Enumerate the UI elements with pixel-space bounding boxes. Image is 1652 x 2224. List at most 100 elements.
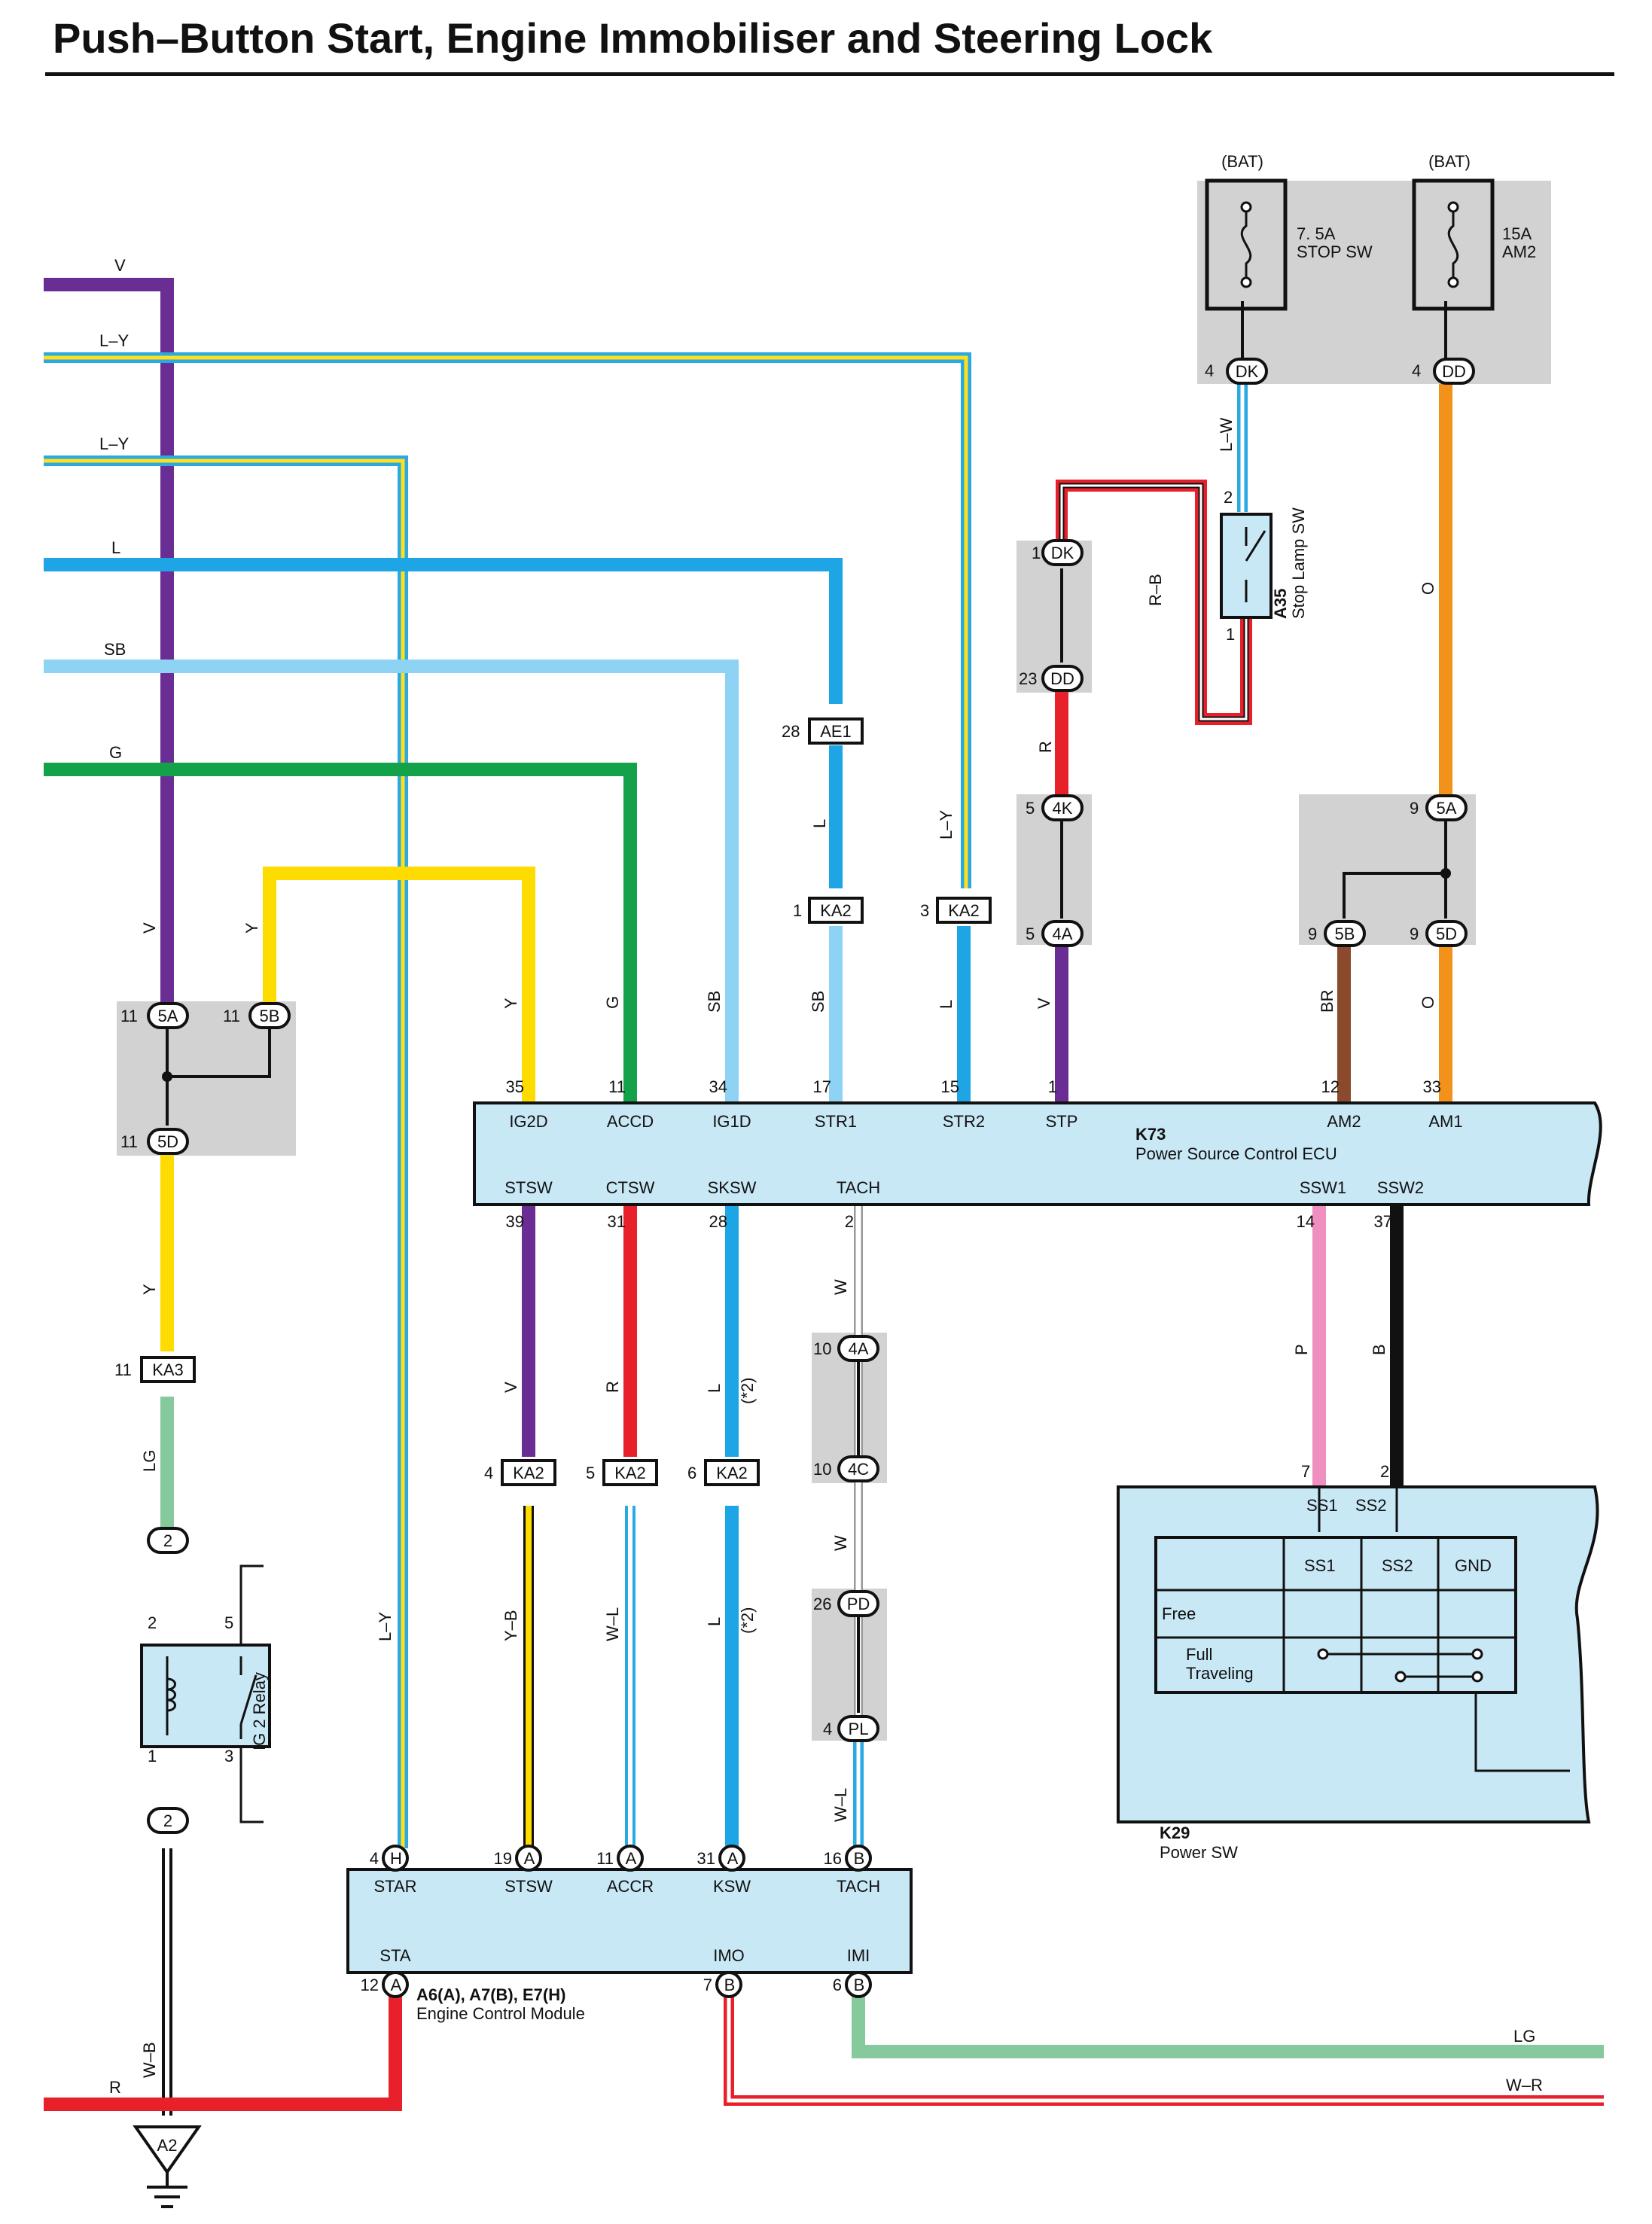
ecm-top-pin-star: 4 [370,1849,379,1868]
label-br: BR [1318,989,1337,1013]
label-rb: R–B [1146,574,1165,606]
label-w-tach-1: W [831,1279,850,1295]
splice-lines [166,301,1447,1713]
ecu-top-pin-ig1d: 34 [709,1077,727,1096]
ecu-top-pin-stp: 1 [1048,1077,1057,1096]
con-5b-left: 5B [260,1007,280,1025]
psw-table-free: Free [1162,1604,1196,1623]
pin-dk-1: 1 [1032,544,1041,562]
wire-sb [44,660,739,1103]
ecm-top-pin-ksw: 31 [697,1849,715,1868]
pin-ka2-6: 6 [687,1464,696,1482]
label-w-tach-2: W [831,1535,850,1551]
con-4a-tach: 4A [849,1339,869,1358]
ecu-top-pin-am1: 33 [1423,1077,1441,1096]
pin-5a-11: 11 [120,1007,138,1025]
fuse1-name: STOP SW [1297,242,1373,261]
con-pl: PL [849,1720,869,1738]
ecu-bottom-label-ssw1: SSW1 [1300,1178,1346,1197]
label-y-lower: Y [140,1284,159,1295]
ecm-top-label-ksw: KSW [713,1877,751,1896]
pin-ka2-1: 1 [793,901,802,920]
pin-ka3-11: 11 [114,1360,132,1379]
label-wl: W–L [603,1607,622,1641]
ecm-box [346,1868,913,1974]
con-5a-left: 5A [158,1007,178,1025]
ecm-bottom-label-imi: IMI [847,1946,870,1965]
wire-ly-1 [44,352,971,888]
ecm-top-con-ksw: A [727,1849,739,1868]
fuse-am2 [1412,178,1495,311]
label-y-left: Y [242,922,261,934]
ecm-bottom-pin-imi: 6 [833,1976,842,1994]
a35-name: Stop Lamp SW [1289,507,1308,619]
label-l-ksw: L [705,1617,724,1626]
ecm-top-label-stsw: STSW [504,1877,553,1896]
ecm-top-pin-stsw: 19 [494,1849,512,1868]
ecu-top-label-str1: STR1 [815,1112,857,1131]
psw-pin-ss2: SS2 [1355,1496,1387,1515]
ecu-bottom-pin-ssw2: 37 [1374,1212,1392,1231]
relay-name: IG 2 Relay [250,1672,269,1750]
connector-ovals [147,358,1475,1998]
ecu-top-label-ig1d: IG1D [712,1112,751,1131]
psw-pin-2: 2 [1380,1462,1389,1481]
bat-label-1: (BAT) [1221,152,1263,171]
wire-r-bottom [44,1995,402,2111]
pin-ka2-5: 5 [586,1464,595,1482]
con-ae1: AE1 [820,722,852,741]
con-4k: 4K [1053,799,1073,818]
fuse-stop-sw [1205,178,1288,311]
ecu-top-label-am2: AM2 [1327,1112,1361,1131]
ecu-bottom-pin-sksw: 28 [709,1212,727,1231]
ecm-bottom-con-imi: B [854,1976,865,1994]
con-4c: 4C [848,1460,869,1479]
ecm-top-con-accr: A [626,1849,637,1868]
pin-pl-4: 4 [823,1720,832,1738]
pin-relay-1: 1 [148,1747,157,1765]
con-ka2-str2: KA2 [948,901,980,920]
label-lg-left: LG [140,1450,159,1472]
label-b: B [1370,1344,1388,1355]
label-l-v: L [810,819,829,828]
ecm-bottom-label-imo: IMO [713,1946,745,1965]
note-star2-bottom: (*2) [738,1607,757,1634]
con-r2-bottom: 2 [163,1811,172,1830]
con-ka2-stsw: KA2 [513,1464,544,1482]
psw-pin-7: 7 [1301,1462,1310,1481]
con-pd: PD [847,1595,870,1613]
label-l-str2: L [937,1000,956,1009]
psw-table-h2: SS2 [1382,1556,1413,1575]
ecu-top-pin-str1: 17 [813,1077,831,1096]
ecm-top-con-stsw: A [524,1849,535,1868]
label-yb: Y–B [501,1610,520,1641]
label-wb: W–B [140,2042,159,2078]
ecu-bottom-label-ctsw: CTSW [606,1178,655,1197]
fuse2-name: AM2 [1502,242,1536,261]
ecm-bottom-pin-imo: 7 [703,1976,712,1994]
pin-4a-5: 5 [1026,925,1035,943]
ecm-top-label-star: STAR [373,1877,416,1896]
wire-y-top [263,867,535,1103]
ecm-top-label-tach: TACH [837,1877,880,1896]
ecm-top-pin-tach: 16 [824,1849,842,1868]
label-l-sksw: L [705,1384,724,1393]
ecu-top-pin-ig2d: 35 [506,1077,524,1096]
connector-boxes [140,717,992,1486]
label-o-am1: O [1419,996,1437,1009]
wires [44,278,1604,2116]
label-v-left: V [140,922,159,934]
label-wr: W–R [1506,2076,1543,2095]
bat-label-2: (BAT) [1428,152,1471,171]
pin-4a-10: 10 [813,1339,831,1358]
label-lg-bottom: LG [1513,2027,1535,2046]
label-lw: L–W [1217,418,1236,452]
ecm-top-con-tach: B [854,1849,865,1868]
con-dk-top: DK [1236,362,1259,381]
wire-lg-bottom [852,1995,1604,2058]
ecm-bottom-label-sta: STA [379,1946,410,1965]
psw-table-h3: GND [1455,1556,1492,1575]
stop-lamp-switch [1220,513,1273,619]
ground-symbol [133,2125,202,2208]
